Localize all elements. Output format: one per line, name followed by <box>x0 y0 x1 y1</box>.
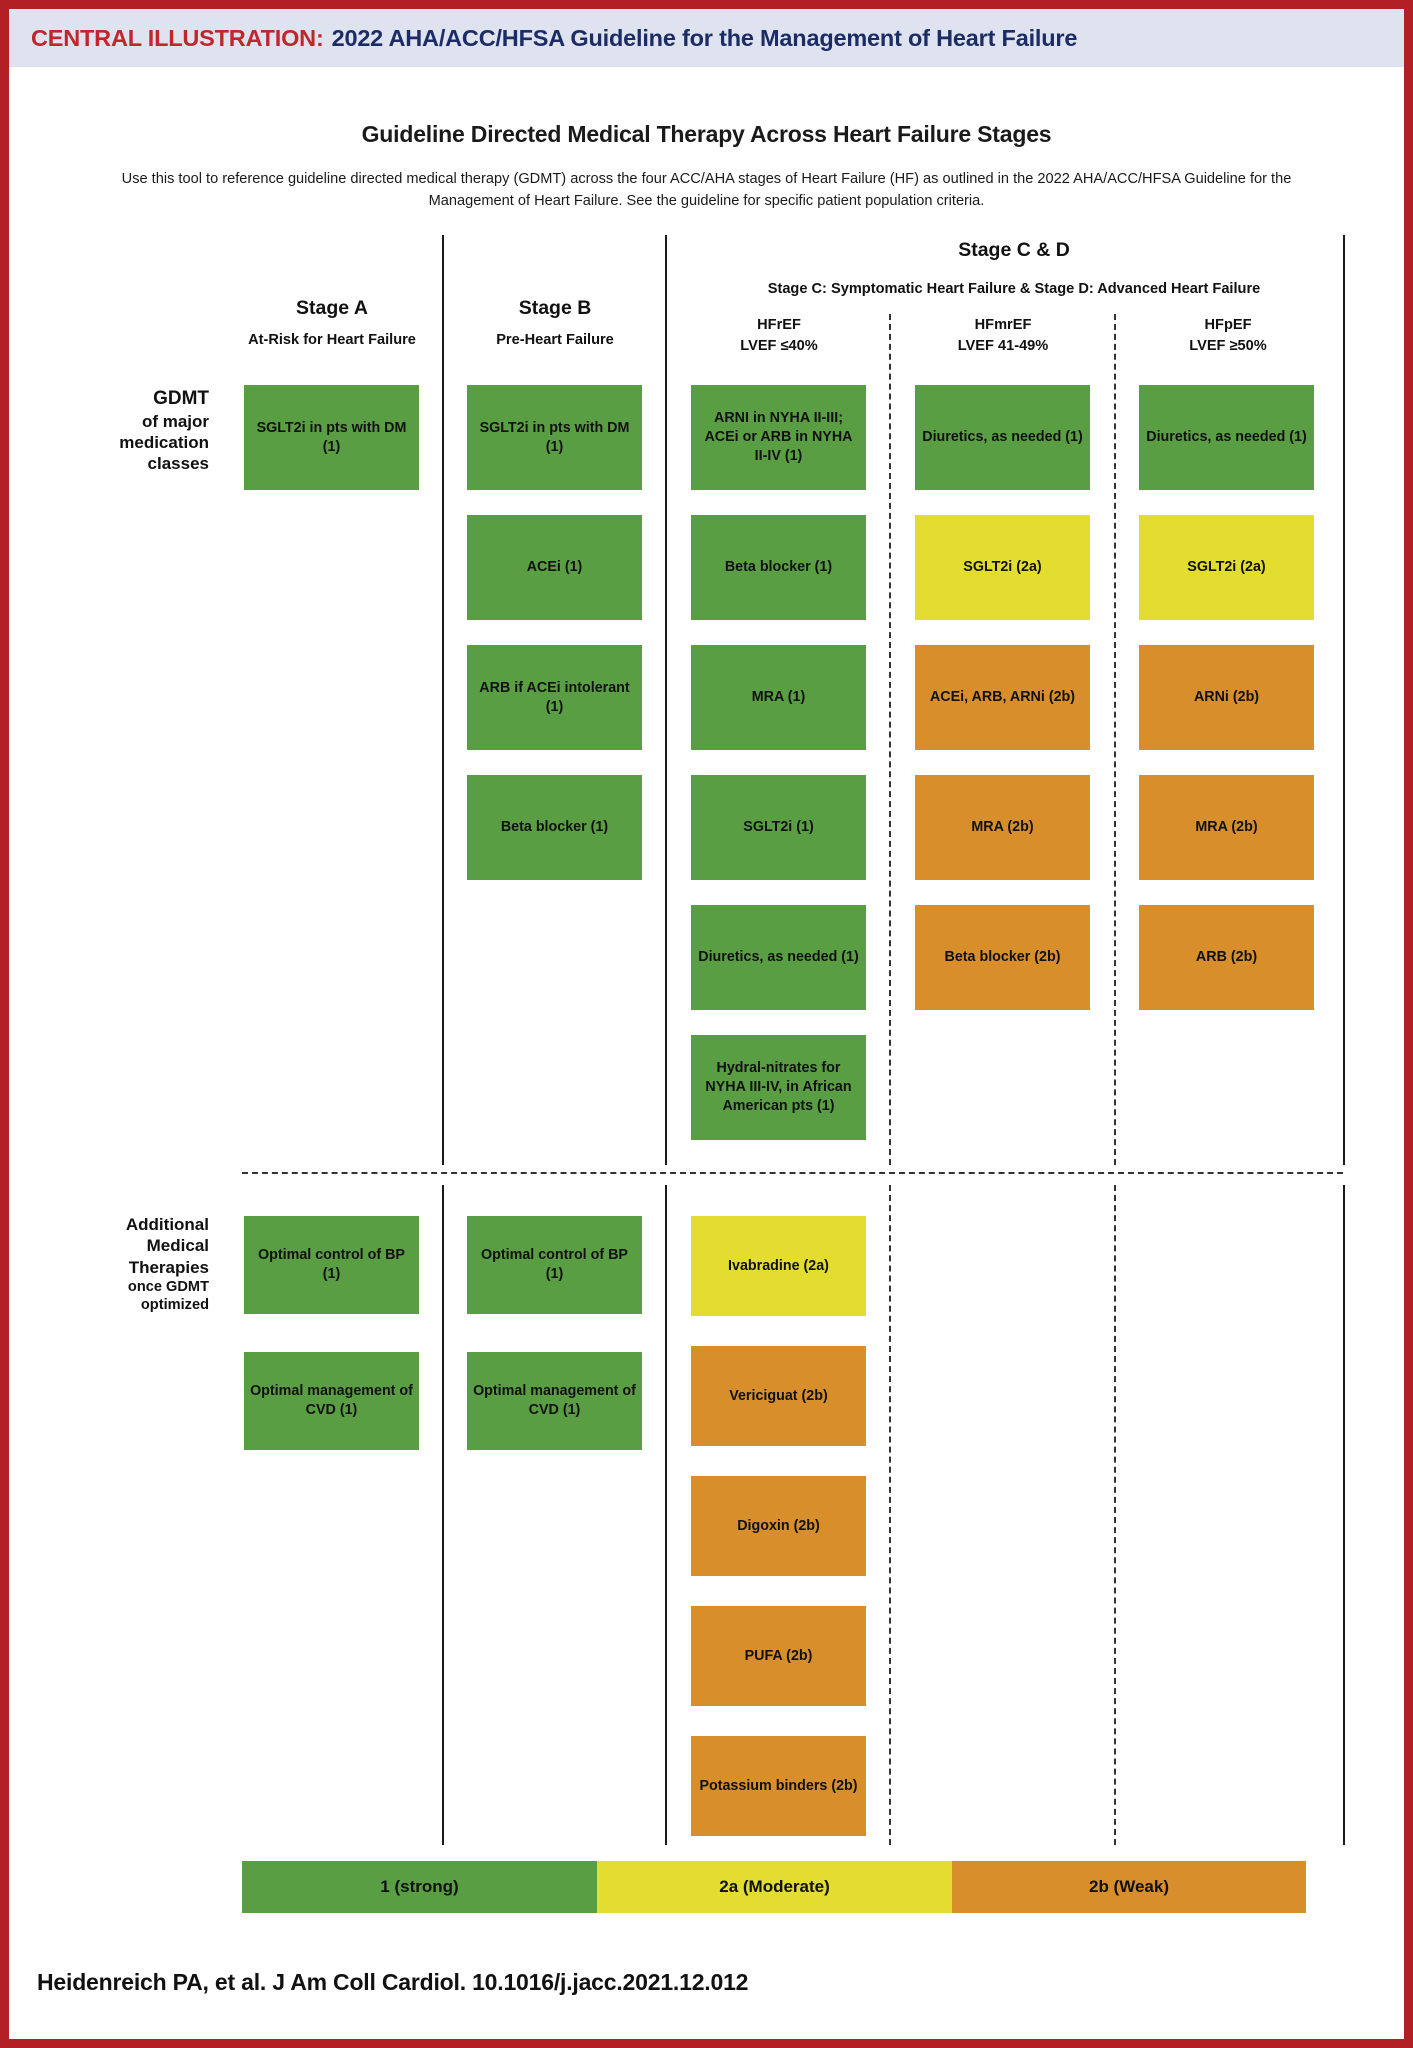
additional-line-2: Medical <box>146 1236 209 1256</box>
additional-line-4: once GDMT <box>127 1278 209 1295</box>
hfmref-name: HFmrEF <box>974 317 1032 333</box>
therapy-box[interactable]: ACEi, ARB, ARNi (2b) <box>915 645 1090 750</box>
divider-hfref-hfmref <box>889 314 891 1165</box>
divider-sections <box>242 1172 1343 1174</box>
hfmref-lvef: LVEF 41-49% <box>957 338 1049 355</box>
divider-stageA-stageB-lower <box>442 1185 444 1845</box>
column-header-hfref: HFrEF LVEF ≤40% <box>669 315 889 357</box>
stage-b-title: Stage B <box>518 297 592 319</box>
therapy-box[interactable]: Beta blocker (2b) <box>915 905 1090 1010</box>
additional-line-3: Therapies <box>128 1257 209 1277</box>
therapy-box[interactable]: MRA (2b) <box>1139 775 1314 880</box>
therapy-box[interactable]: MRA (2b) <box>915 775 1090 880</box>
therapy-box[interactable]: Digoxin (2b) <box>691 1476 866 1576</box>
therapy-box[interactable]: ARNI in NYHA II-III; ACEi or ARB in NYHA… <box>691 385 866 490</box>
row-label-additional-therapies: Additional Medical Therapies once GDMT o… <box>39 1214 209 1314</box>
stage-b-subtitle: Pre-Heart Failure <box>496 332 614 348</box>
gdmt-line-2: of major <box>141 411 209 431</box>
therapy-box[interactable]: Optimal management of CVD (1) <box>244 1352 419 1450</box>
therapy-box[interactable]: Diuretics, as needed (1) <box>1139 385 1314 490</box>
therapy-box[interactable]: Optimal control of BP (1) <box>244 1216 419 1314</box>
therapy-box[interactable]: SGLT2i (2a) <box>1139 515 1314 620</box>
therapy-box[interactable]: SGLT2i (1) <box>691 775 866 880</box>
divider-hfref-hfmref-lower <box>889 1185 891 1845</box>
therapy-box[interactable]: Diuretics, as needed (1) <box>691 905 866 1010</box>
additional-line-1: Additional <box>125 1215 209 1234</box>
therapy-box[interactable]: SGLT2i in pts with DM (1) <box>467 385 642 490</box>
therapy-box[interactable]: Beta blocker (1) <box>691 515 866 620</box>
therapy-box[interactable]: ACEi (1) <box>467 515 642 620</box>
therapy-box[interactable]: SGLT2i in pts with DM (1) <box>244 385 419 490</box>
therapy-box[interactable]: ARNi (2b) <box>1139 645 1314 750</box>
column-header-stage-a: Stage A At-Risk for Heart Failure <box>222 297 442 348</box>
therapy-box[interactable]: Optimal management of CVD (1) <box>467 1352 642 1450</box>
central-illustration-banner: CENTRAL ILLUSTRATION: 2022 AHA/ACC/HFSA … <box>9 9 1404 67</box>
divider-hfmref-hfpef <box>1114 314 1116 1165</box>
stage-a-subtitle: At-Risk for Heart Failure <box>248 332 416 348</box>
therapy-box[interactable]: Diuretics, as needed (1) <box>915 385 1090 490</box>
legend-item-class-2b[interactable]: 2b (Weak) <box>952 1861 1306 1913</box>
additional-line-5: optimized <box>140 1296 209 1313</box>
hfref-lvef: LVEF ≤40% <box>740 338 818 355</box>
therapy-box[interactable]: Beta blocker (1) <box>467 775 642 880</box>
therapy-box[interactable]: Ivabradine (2a) <box>691 1216 866 1316</box>
therapy-box[interactable]: ARB (2b) <box>1139 905 1314 1010</box>
therapy-box[interactable]: ARB if ACEi intolerant (1) <box>467 645 642 750</box>
divider-right-edge-lower <box>1343 1185 1345 1845</box>
citation-footer: Heidenreich PA, et al. J Am Coll Cardiol… <box>37 1969 749 1995</box>
gdmt-line-3: medication <box>119 433 209 452</box>
stage-cd-subtitle: Stage C: Symptomatic Heart Failure & Sta… <box>767 281 1261 297</box>
divider-hfmref-hfpef-lower <box>1114 1185 1116 1845</box>
class-of-recommendation-legend: 1 (strong) 2a (Moderate) 2b (Weak) <box>242 1861 1306 1913</box>
therapy-box[interactable]: Potassium binders (2b) <box>691 1736 866 1836</box>
central-illustration-title: 2022 AHA/ACC/HFSA Guideline for the Mana… <box>331 24 1078 51</box>
legend-item-class-2a[interactable]: 2a (Moderate) <box>597 1861 952 1913</box>
row-label-gdmt: GDMT of major medication classes <box>49 387 209 475</box>
column-header-hfpef: HFpEF LVEF ≥50% <box>1118 315 1338 357</box>
divider-stageB-stageCD <box>665 235 667 1165</box>
therapy-box[interactable]: MRA (1) <box>691 645 866 750</box>
divider-stageA-stageB <box>442 235 444 1165</box>
central-illustration-label: CENTRAL ILLUSTRATION: <box>31 24 324 51</box>
therapy-box[interactable]: Hydral-nitrates for NYHA III-IV, in Afri… <box>691 1035 866 1140</box>
hfpef-lvef: LVEF ≥50% <box>1189 338 1267 355</box>
stage-cd-title: Stage C & D <box>958 239 1070 261</box>
stage-a-title: Stage A <box>296 297 368 319</box>
column-header-stage-b: Stage B Pre-Heart Failure <box>445 297 665 348</box>
hfref-name: HFrEF <box>757 317 801 333</box>
page-subtitle: Use this tool to reference guideline dir… <box>121 171 1292 209</box>
therapy-box[interactable]: Vericiguat (2b) <box>691 1346 866 1446</box>
therapy-box[interactable]: SGLT2i (2a) <box>915 515 1090 620</box>
therapy-box[interactable]: PUFA (2b) <box>691 1606 866 1706</box>
divider-right-edge <box>1343 235 1345 1165</box>
divider-stageB-stageCD-lower <box>665 1185 667 1845</box>
page-title: Guideline Directed Medical Therapy Acros… <box>361 121 1052 147</box>
hfpef-name: HFpEF <box>1204 317 1252 333</box>
gdmt-line-4: classes <box>147 454 209 474</box>
therapy-box[interactable]: Optimal control of BP (1) <box>467 1216 642 1314</box>
column-header-hfmref: HFmrEF LVEF 41-49% <box>893 315 1113 357</box>
legend-item-class-1[interactable]: 1 (strong) <box>242 1861 597 1913</box>
gdmt-line-1: GDMT <box>153 388 209 409</box>
